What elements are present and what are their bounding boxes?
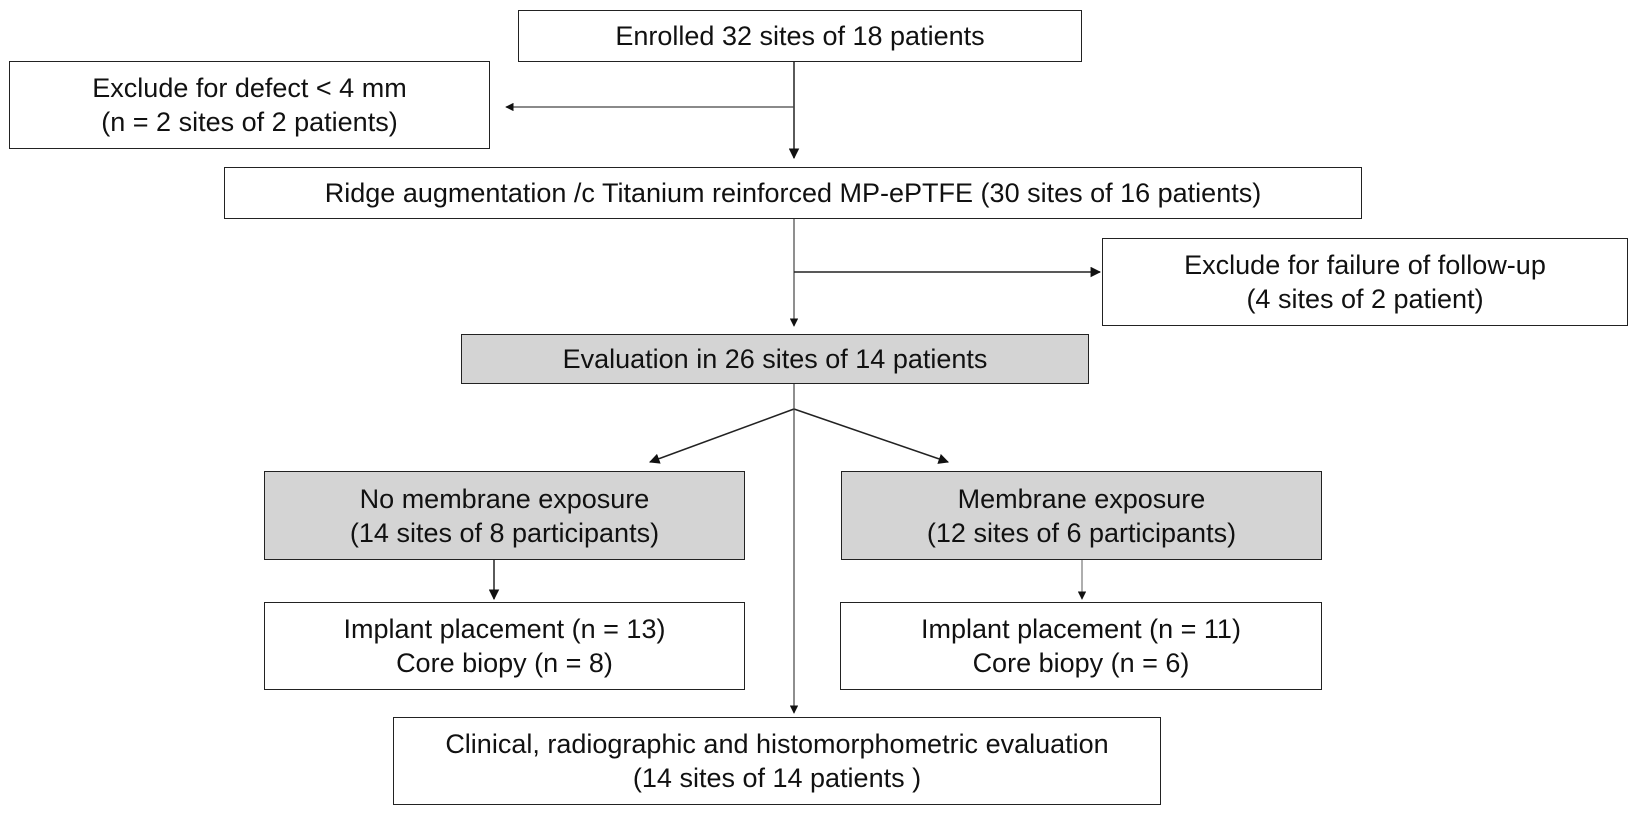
arrow-to-exposure (793, 408, 949, 464)
final-evaluation-box: Clinical, radiographic and histomorphome… (393, 717, 1161, 805)
exposure-text: Membrane exposure (957, 483, 1206, 514)
evaluation-text: Evaluation in 26 sites of 14 patients (562, 344, 988, 374)
final-evaluation-count: (14 sites of 14 patients ) (632, 763, 922, 793)
exclude-defect-text: Exclude for defect < 4 mm (92, 73, 407, 103)
implant-right-biopsy: Core biopy (n = 6) (972, 648, 1190, 678)
ridge-augmentation-text: Ridge augmentation /c Titanium reinforce… (324, 178, 1262, 208)
implant-left-box: Implant placement (n = 13) Core biopy (n… (264, 602, 745, 690)
no-exposure-box: No membrane exposure (14 sites of 8 part… (264, 471, 745, 560)
no-exposure-text: No membrane exposure (359, 483, 650, 514)
ridge-augmentation-box: Ridge augmentation /c Titanium reinforce… (224, 167, 1362, 219)
implant-right-placement: Implant placement (n = 11) (921, 614, 1241, 644)
enrolled-text: Enrolled 32 sites of 18 patients (615, 21, 985, 51)
exclude-followup-text: Exclude for failure of follow-up (1184, 250, 1546, 280)
exclude-defect-count: (n = 2 sites of 2 patients) (101, 107, 398, 137)
implant-left-placement: Implant placement (n = 13) (343, 614, 666, 644)
final-evaluation-text: Clinical, radiographic and histomorphome… (445, 729, 1109, 759)
exclude-followup-count: (4 sites of 2 patient) (1246, 284, 1484, 314)
implant-left-biopsy: Core biopy (n = 8) (396, 648, 613, 678)
exclude-followup-box: Exclude for failure of follow-up (4 site… (1102, 238, 1628, 326)
exposure-box: Membrane exposure (12 sites of 6 partici… (841, 471, 1322, 560)
exclude-defect-box: Exclude for defect < 4 mm (n = 2 sites o… (9, 61, 490, 149)
implant-right-box: Implant placement (n = 11) Core biopy (n… (840, 602, 1322, 690)
enrolled-box: Enrolled 32 sites of 18 patients (518, 10, 1082, 62)
exposure-count: (12 sites of 6 participants) (926, 517, 1237, 548)
evaluation-box: Evaluation in 26 sites of 14 patients (461, 334, 1089, 384)
no-exposure-count: (14 sites of 8 participants) (349, 517, 660, 548)
arrow-to-no-exposure (649, 408, 795, 464)
